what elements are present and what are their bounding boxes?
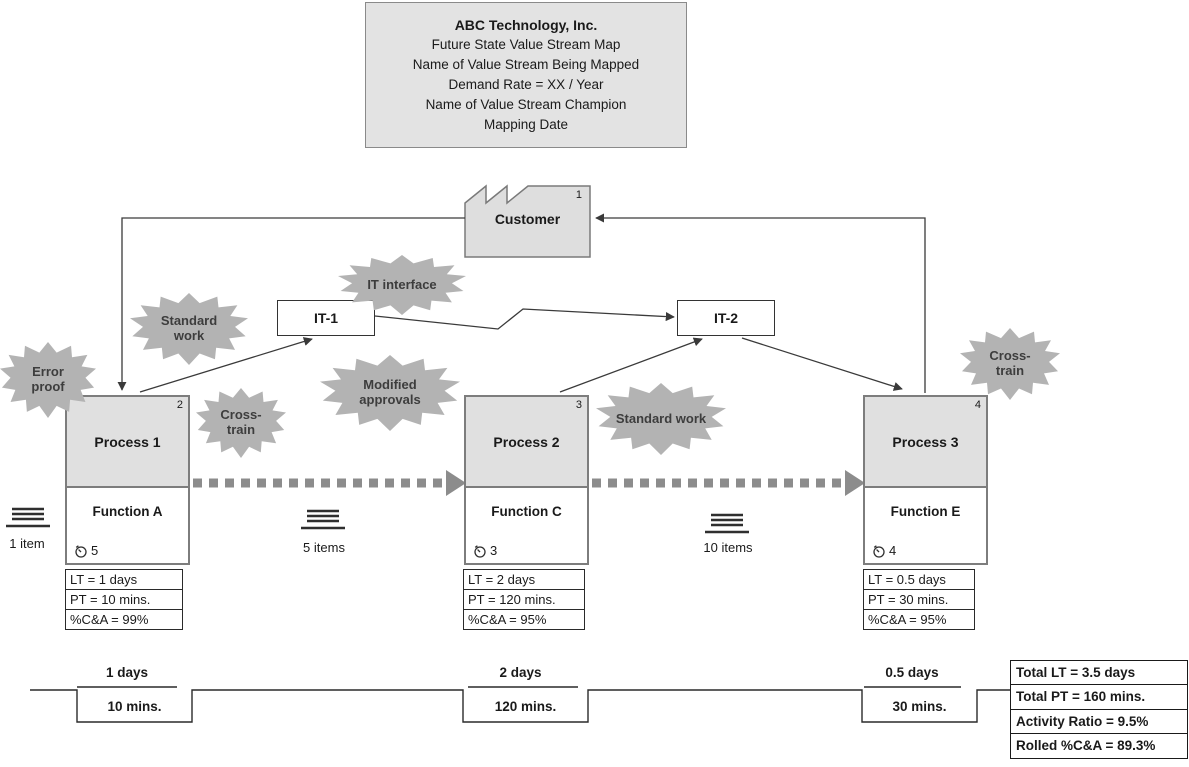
summary-total-lt: Total LT = 3.5 days [1010,659,1188,686]
process-step-number: 4 [974,399,981,411]
process-name: Process 3 [892,433,959,450]
metric-process-time: PT = 120 mins. [463,589,585,610]
staff-row: 3 [473,543,497,558]
kaizen-burst-modified-approvals: Modified approvals [320,355,460,431]
process-box-3: 4 Process 3 Function E 4 [863,395,988,565]
burst-label: Cross-train [989,348,1031,378]
stream-name: Name of Value Stream Being Mapped [412,57,640,72]
process-header: 2 Process 1 [67,397,188,488]
process-body: Function C 3 [466,488,587,563]
title-box: ABC Technology, Inc. Future State Value … [365,2,687,148]
process-name: Process 2 [493,433,560,450]
it2-to-process3-arrow [741,337,903,391]
metric-lead-time: LT = 1 days [65,569,183,590]
process-header: 4 Process 3 [865,397,986,488]
it2-label: IT-2 [713,310,739,326]
inventory-icon [705,513,749,534]
inventory-icon [301,509,345,530]
staff-count: 4 [889,543,897,558]
burst-label: Cross-train [220,407,262,437]
process-step-number: 3 [575,399,582,411]
metric-lead-time: LT = 0.5 days [863,569,975,590]
summary-rolled-ca: Rolled %C&A = 89.3% [1010,733,1188,759]
function-label: Function A [92,504,163,519]
timeline-process-label: 10 mins. [107,699,162,714]
clock-icon [75,544,87,558]
customer-label: Customer [494,211,561,227]
metric-complete-accurate: %C&A = 99% [65,609,183,630]
inventory-count-label: 1 item [9,536,45,551]
metric-complete-accurate: %C&A = 95% [863,609,975,630]
staff-count: 3 [490,543,498,558]
push-arrow-1-head [446,470,466,496]
it2-box: IT-2 [677,300,775,336]
push-arrow-2-head [845,470,865,496]
clock-icon [474,544,486,558]
it1-to-it2-electronic-arrow [374,308,675,330]
burst-label: Standard work [615,410,707,426]
process-header: 3 Process 2 [466,397,587,488]
it1-box: IT-1 [277,300,375,336]
kaizen-burst-cross-train-1: Cross-train [196,388,286,458]
burst-label: IT interface [367,276,437,292]
metrics-table-3: LT = 0.5 days PT = 30 mins. %C&A = 95% [863,569,975,630]
process-body: Function E 4 [865,488,986,563]
timeline-process-label: 30 mins. [892,699,947,714]
metrics-table-1: LT = 1 days PT = 10 mins. %C&A = 99% [65,569,183,630]
staff-row: 5 [74,543,98,558]
function-label: Function E [890,504,961,519]
process-body: Function A 5 [67,488,188,563]
timeline-lead-label: 2 days [499,665,542,680]
staff-row: 4 [872,543,896,558]
staff-count: 5 [91,543,99,558]
demand-rate: Demand Rate = XX / Year [448,77,604,92]
metric-complete-accurate: %C&A = 95% [463,609,585,630]
customer-step-number: 1 [575,189,582,201]
inventory-icon [6,507,50,528]
inventory-count-label: 10 items [703,540,753,555]
kaizen-burst-cross-train-2: Cross-train [960,328,1060,400]
process-name: Process 1 [94,433,161,450]
process-box-1: 2 Process 1 Function A 5 [65,395,190,565]
company-name: ABC Technology, Inc. [454,17,598,33]
clock-icon [873,544,885,558]
mapping-date: Mapping Date [483,117,569,132]
burst-label: Error proof [31,364,65,394]
timeline-lead-label: 1 days [105,665,149,680]
it1-label: IT-1 [313,310,339,326]
champion-name: Name of Value Stream Champion [425,97,627,112]
summary-activity-ratio: Activity Ratio = 9.5% [1010,708,1188,735]
timeline-process-label: 120 mins. [494,699,557,714]
burst-label: Modified approvals [359,377,421,407]
summary-table: Total LT = 3.5 days Total PT = 160 mins.… [1010,659,1188,759]
metric-process-time: PT = 30 mins. [863,589,975,610]
process-step-number: 2 [176,399,183,411]
timeline-lead-label: 0.5 days [885,665,939,680]
summary-total-pt: Total PT = 160 mins. [1010,684,1188,710]
map-type: Future State Value Stream Map [431,37,621,52]
process-box-2: 3 Process 2 Function C 3 [464,395,589,565]
metric-process-time: PT = 10 mins. [65,589,183,610]
kaizen-burst-standard-work-1: Standard work [130,293,248,365]
process2-to-it2-arrow [559,337,703,393]
metrics-table-2: LT = 2 days PT = 120 mins. %C&A = 95% [463,569,585,630]
kaizen-burst-standard-work-2: Standard work [596,383,726,455]
inventory-count-label: 5 items [303,540,345,555]
burst-label: Standard work [160,313,218,343]
metric-lead-time: LT = 2 days [463,569,585,590]
function-label: Function C [491,504,562,519]
